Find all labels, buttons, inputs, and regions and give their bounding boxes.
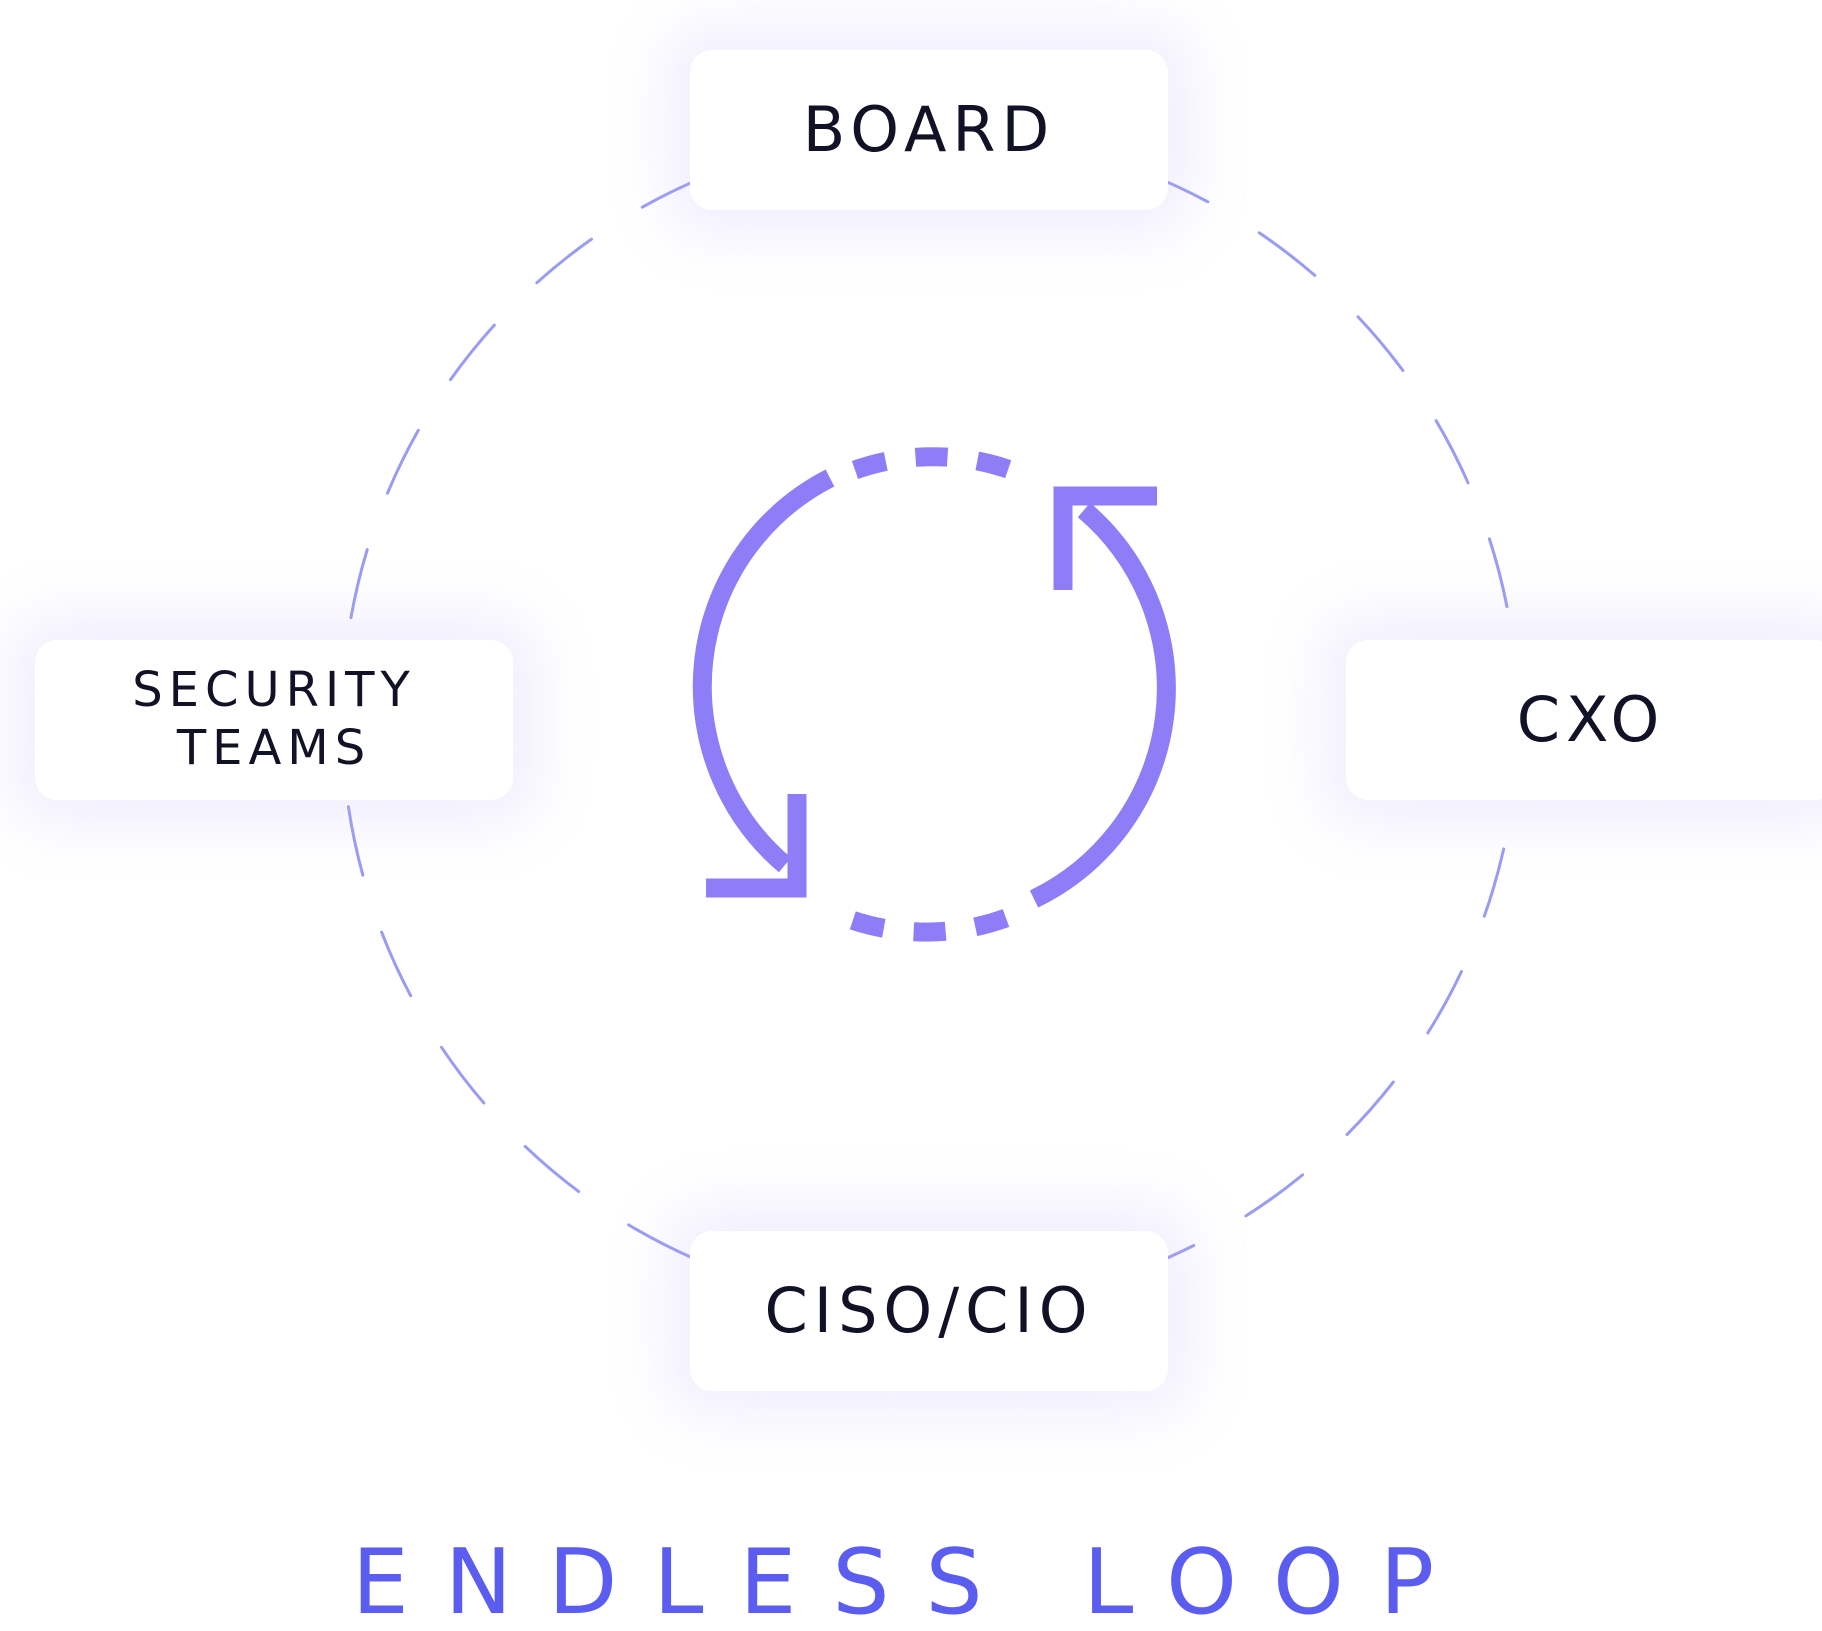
node-board-label: BOARD [802, 93, 1056, 166]
node-cxo: CXO [1346, 640, 1822, 800]
node-cxo-label: CXO [1516, 683, 1666, 756]
node-security-label-line2: TEAMS [176, 720, 372, 776]
arrowhead-bottom-icon [706, 794, 807, 898]
arrowhead-top-icon [1053, 486, 1157, 590]
loop-arc-left [692, 469, 835, 873]
node-security-label-line1: SECURITY [132, 662, 416, 719]
node-ciso-label: CISO/CIO [764, 1274, 1094, 1347]
node-security-teams: SECURITY TEAMS [35, 640, 513, 800]
endless-loop-arrows-icon [692, 447, 1176, 942]
ring-dashed-circle [340, 130, 1520, 1310]
loop-arc-right [1029, 502, 1176, 908]
diagram-caption: ENDLESS LOOP [351, 1530, 1471, 1631]
loop-dashes-top [851, 447, 1020, 481]
node-ciso-cio: CISO/CIO [690, 1231, 1168, 1391]
node-board: BOARD [690, 50, 1168, 210]
loop-dashes-bottom [842, 909, 1010, 942]
